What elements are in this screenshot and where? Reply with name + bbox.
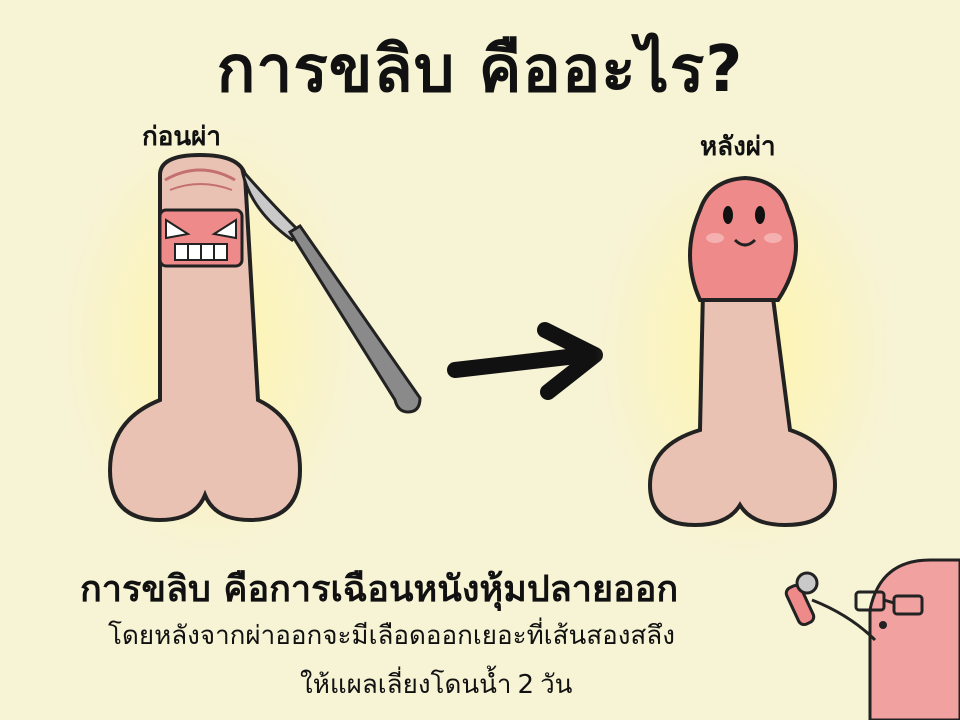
caption-line-3-suffix: วัน [540, 670, 573, 700]
page-title: การขลิบ คืออะไร? [216, 33, 744, 107]
before-figure [60, 120, 360, 560]
microphone-icon [784, 571, 819, 627]
glasses-icon [854, 590, 924, 616]
caption-line-3-prefix: ให้แผลเลี่ยงโดนน้ำ [300, 670, 512, 700]
caption-line-3-number: 2 [517, 670, 535, 700]
label-after: หลังผ่า [700, 132, 776, 162]
caption-line-1: การขลิบ คือการเฉือนหนังหุ้มปลายออก [80, 569, 679, 610]
scalpel-icon [239, 164, 422, 414]
doctor-icon [784, 558, 960, 720]
arrow-right-icon [447, 322, 603, 400]
label-before: ก่อนผ่า [142, 122, 221, 152]
caption-line-2: โดยหลังจากผ่าออกจะมีเลือดออกเยอะที่เส้นส… [108, 621, 675, 651]
after-figure [595, 140, 895, 560]
